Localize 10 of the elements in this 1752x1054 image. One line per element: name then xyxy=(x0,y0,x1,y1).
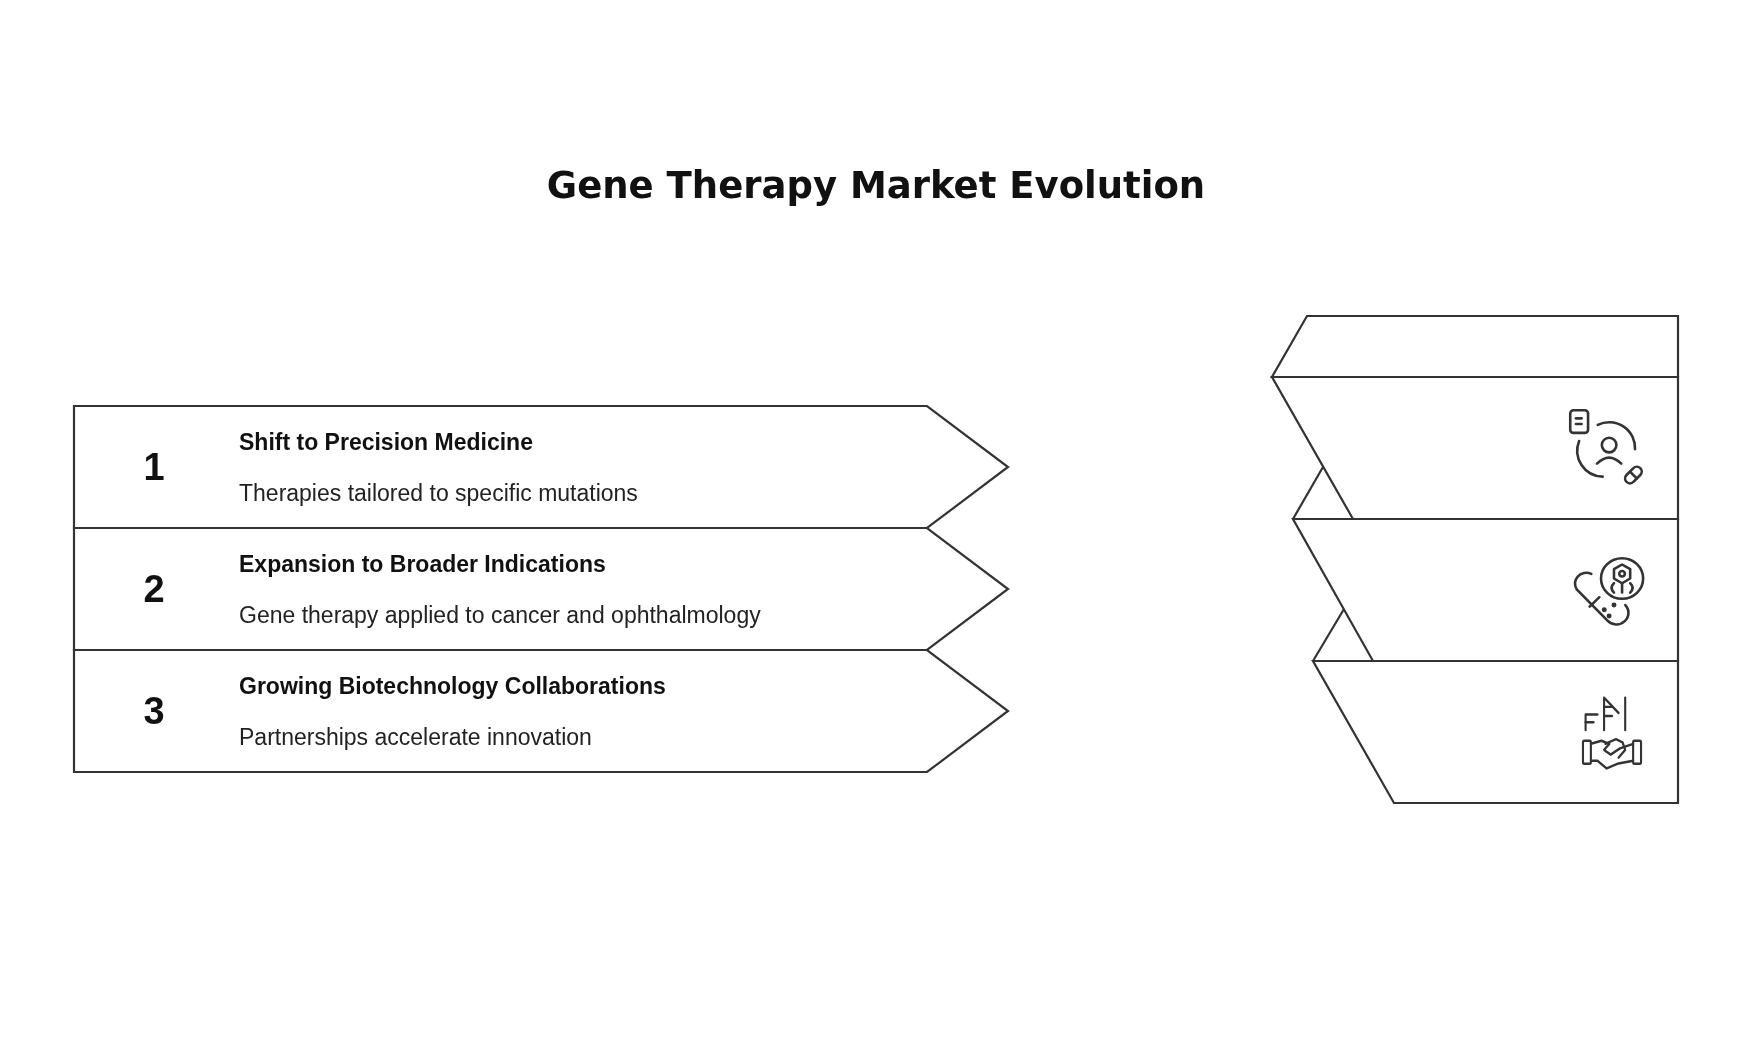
step-heading: Growing Biotechnology Collaborations xyxy=(239,672,666,700)
step-description: Gene therapy applied to cancer and ophthalmology xyxy=(239,601,761,629)
step-number: 3 xyxy=(143,689,165,733)
step-number: 1 xyxy=(143,445,165,489)
step-description: Therapies tailored to specific mutations xyxy=(239,479,638,507)
step-number: 2 xyxy=(143,567,165,611)
step-heading: Shift to Precision Medicine xyxy=(239,428,533,456)
step-description: Partnerships accelerate innovation xyxy=(239,723,592,751)
title: Gene Therapy Market Evolution xyxy=(546,163,1206,209)
step-heading: Expansion to Broader Indications xyxy=(239,550,606,578)
